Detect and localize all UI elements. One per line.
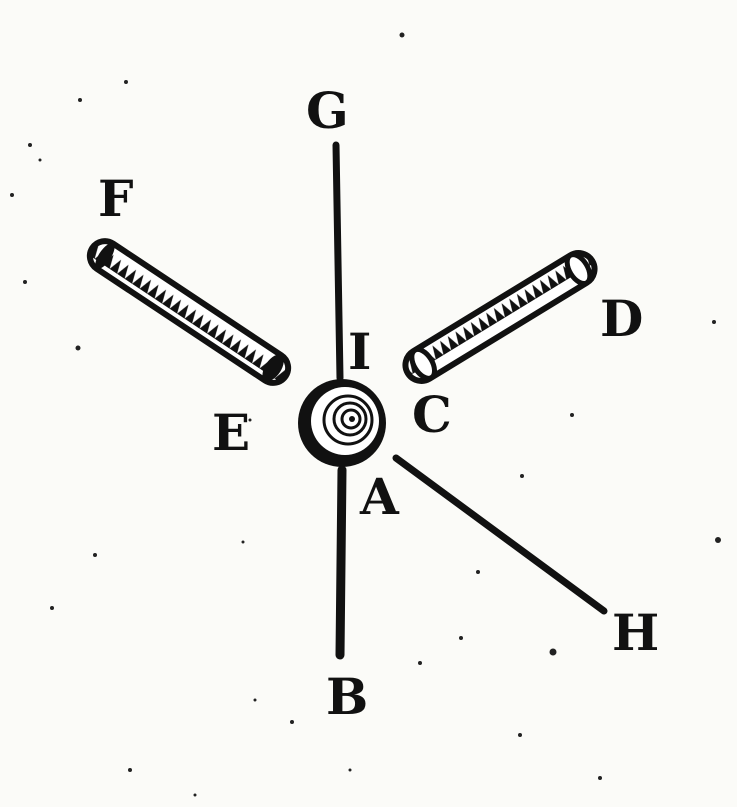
central-ball (298, 379, 386, 467)
label-b: B (326, 667, 368, 726)
label-f: F (98, 169, 134, 228)
label-h: H (612, 603, 659, 662)
label-a: A (359, 467, 400, 526)
label-g: G (306, 81, 349, 140)
line-ab (335, 465, 347, 660)
rod-cd (402, 250, 598, 384)
label-d: D (600, 289, 643, 348)
label-c: C (412, 385, 452, 444)
paper-specks (10, 32, 721, 797)
line-ah (392, 454, 608, 615)
label-e: E (212, 403, 250, 462)
rod-ef (86, 238, 292, 386)
label-i: I (348, 322, 371, 381)
line-ig (332, 141, 344, 382)
